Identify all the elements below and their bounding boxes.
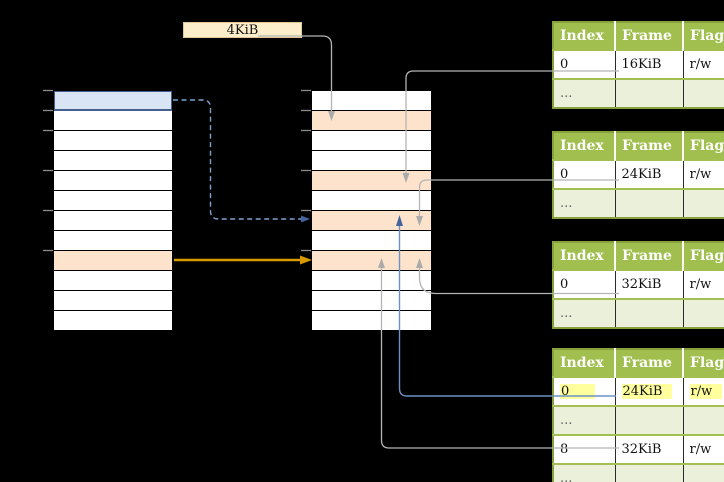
table-row-highlighted: 0 24KiB r/w: [553, 376, 724, 406]
memory-row: [312, 191, 431, 211]
table-row: 0 32KiB r/w: [553, 269, 724, 299]
memory-row: [312, 231, 431, 251]
cell-index: 0: [553, 376, 616, 406]
cell-flags: r/w: [683, 434, 724, 464]
virtual-memory-column: [53, 90, 173, 331]
cell-flags: [683, 298, 724, 328]
memory-row: [312, 291, 431, 311]
table-row: 0 24KiB r/w: [553, 159, 724, 189]
cell-flags: r/w: [683, 159, 724, 189]
memory-row: [312, 251, 431, 271]
cell-index: ...: [553, 78, 616, 108]
cell-flags: r/w: [683, 376, 724, 406]
cell-frame: 32KiB: [615, 434, 684, 464]
memory-row: [54, 111, 172, 131]
cell-flags: [683, 405, 724, 435]
header-index: Index: [553, 242, 616, 270]
header-index: Index: [553, 22, 616, 50]
header-frame: Frame: [615, 132, 684, 160]
cell-index: ...: [553, 463, 616, 482]
header-flags: Flags: [683, 132, 724, 160]
table-header-row: Index Frame Flags: [553, 349, 724, 377]
memory-row: [54, 91, 172, 111]
cell-index: 0: [553, 49, 616, 79]
virtual-page-to-frame-dashed-arrowhead-icon: [301, 215, 310, 223]
cell-flags: r/w: [683, 49, 724, 79]
memory-row: [54, 211, 172, 231]
memory-row: [54, 191, 172, 211]
memory-row: [312, 151, 431, 171]
table-row: 8 32KiB r/w: [553, 434, 724, 464]
table-row-ellipsis: ...: [553, 78, 724, 108]
cell-frame: 24KiB: [615, 376, 684, 406]
page-table-4: Index Frame Flags 0 24KiB r/w ... 8 32Ki…: [552, 348, 724, 482]
cell-frame: 24KiB: [615, 159, 684, 189]
header-frame: Frame: [615, 349, 684, 377]
cell-frame: [615, 298, 684, 328]
header-index: Index: [553, 132, 616, 160]
memory-row: [54, 231, 172, 251]
table-row-ellipsis: ...: [553, 188, 724, 218]
cell-index: ...: [553, 188, 616, 218]
cell-frame: [615, 463, 684, 482]
table-row-ellipsis: ...: [553, 298, 724, 328]
page-table-2: Index Frame Flags 0 24KiB r/w ...: [552, 131, 724, 219]
memory-row: [312, 211, 431, 231]
page-table-1: Index Frame Flags 0 16KiB r/w ...: [552, 21, 724, 109]
memory-row: [312, 131, 431, 151]
page-size-text: 4KiB: [226, 22, 259, 38]
header-flags: Flags: [683, 242, 724, 270]
cell-flags: [683, 463, 724, 482]
highlight-flags: r/w: [689, 384, 723, 399]
cell-frame: 16KiB: [615, 49, 684, 79]
memory-row: [54, 131, 172, 151]
memory-row: [312, 91, 431, 111]
table-row: 0 16KiB r/w: [553, 49, 724, 79]
memory-row: [54, 171, 172, 191]
physical-memory-column: [311, 90, 432, 331]
header-flags: Flags: [683, 22, 724, 50]
cell-frame: [615, 188, 684, 218]
cell-flags: [683, 78, 724, 108]
highlight-frame: 24KiB: [621, 384, 673, 399]
cell-frame: 32KiB: [615, 269, 684, 299]
virtual-page-to-frame-dashed-line: [173, 99, 301, 220]
table-row-ellipsis: ...: [553, 405, 724, 435]
cell-index: 0: [553, 159, 616, 189]
cell-frame: [615, 78, 684, 108]
cell-flags: [683, 188, 724, 218]
header-frame: Frame: [615, 22, 684, 50]
page-size-label: 4KiB: [183, 22, 302, 38]
memory-row: [54, 271, 172, 291]
page-table-3: Index Frame Flags 0 32KiB r/w ...: [552, 241, 724, 329]
memory-row: [312, 111, 431, 131]
memory-row: [54, 251, 172, 271]
header-index: Index: [553, 349, 616, 377]
memory-row: [54, 151, 172, 171]
cell-index: 0: [553, 269, 616, 299]
cell-index: ...: [553, 298, 616, 328]
highlight-index: 0: [560, 384, 596, 399]
cell-flags: r/w: [683, 269, 724, 299]
memory-row: [54, 291, 172, 311]
cell-index: ...: [553, 405, 616, 435]
table-header-row: Index Frame Flags: [553, 22, 724, 50]
table-header-row: Index Frame Flags: [553, 242, 724, 270]
header-frame: Frame: [615, 242, 684, 270]
memory-row: [312, 171, 431, 191]
cell-index: 8: [553, 434, 616, 464]
memory-row: [54, 311, 172, 331]
header-flags: Flags: [683, 349, 724, 377]
table-header-row: Index Frame Flags: [553, 132, 724, 160]
memory-row: [312, 271, 431, 291]
memory-row: [312, 311, 431, 331]
table-row-ellipsis: ...: [553, 463, 724, 482]
cell-frame: [615, 405, 684, 435]
